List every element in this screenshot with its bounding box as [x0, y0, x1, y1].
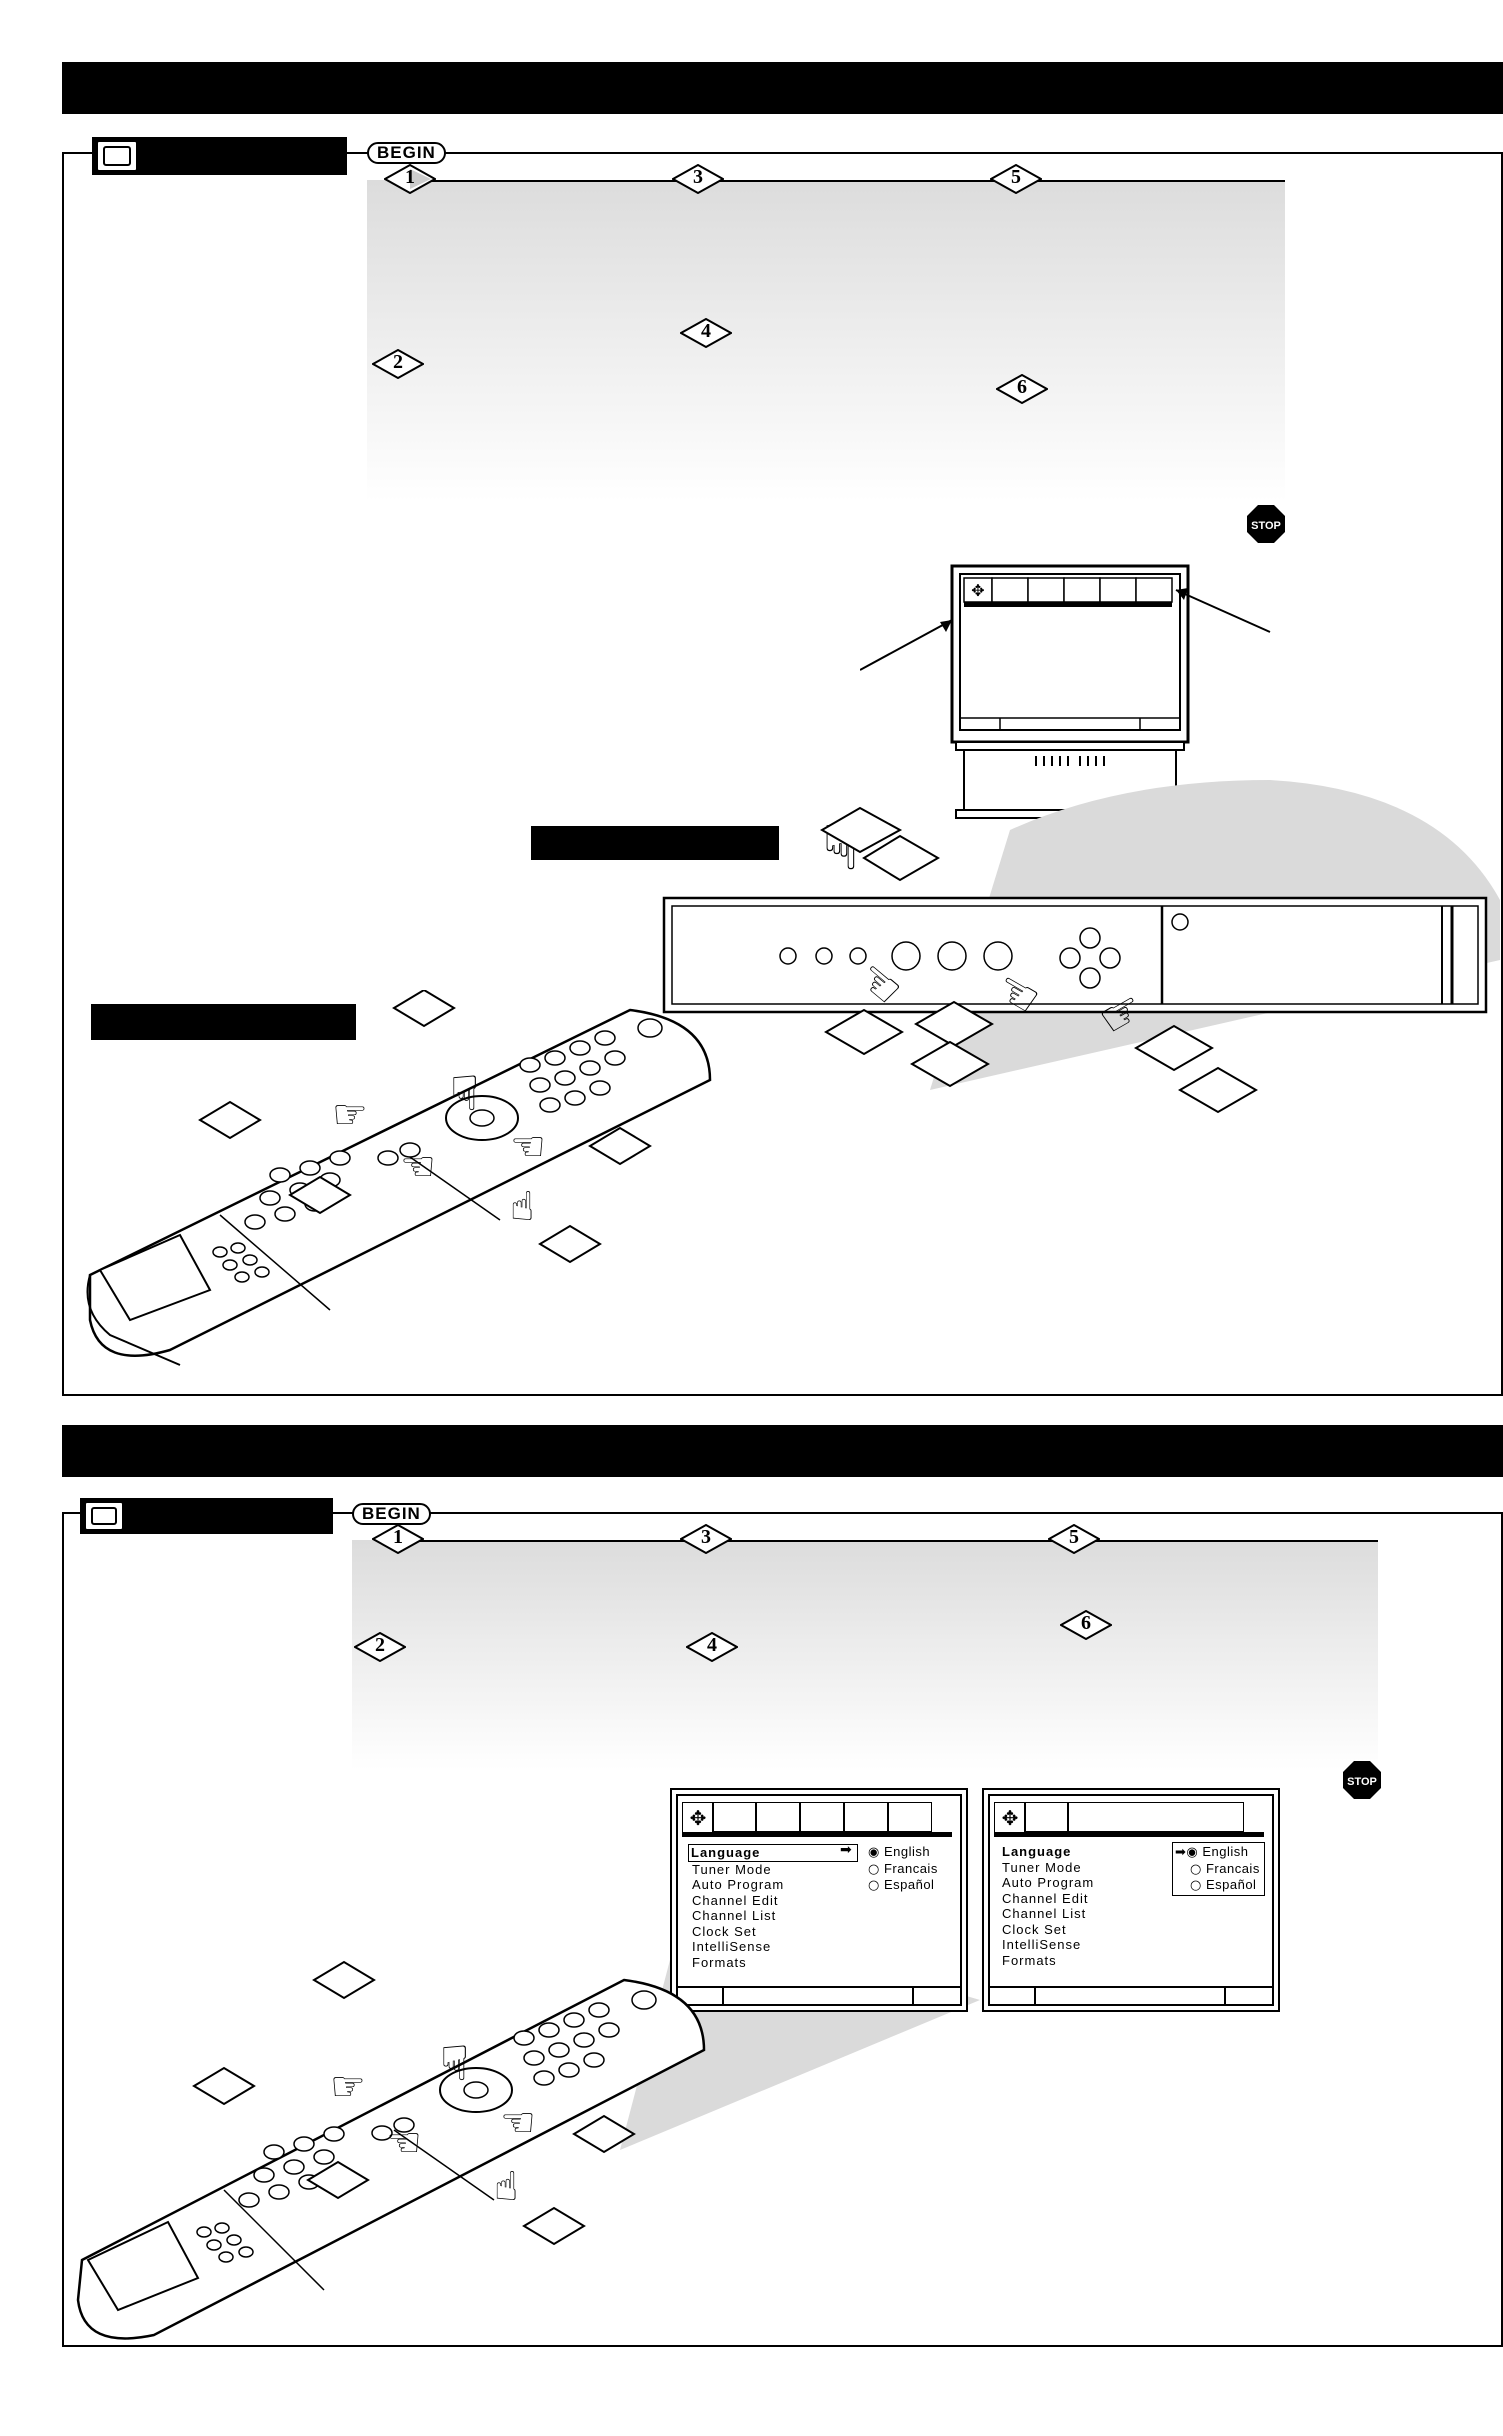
pointing-hand-icon: ☟ [440, 2036, 469, 2092]
svg-text:STOP: STOP [1347, 1776, 1377, 1788]
step-number: 6 [1017, 376, 1027, 398]
step-number: 3 [701, 1526, 711, 1548]
menu-item-tuner-mode[interactable]: Tuner Mode [1002, 1859, 1082, 1875]
pointing-hand-icon: ☟ [450, 1066, 479, 1122]
pointing-hand-icon: ☞ [330, 2064, 366, 2110]
step-number: 5 [1011, 166, 1021, 188]
menu-screen-left: ✥ Language Tuner Mode Auto Program Chann… [670, 1788, 968, 2012]
step-diamond-icon [1060, 1610, 1112, 1640]
step-diamond-icon [1048, 1524, 1100, 1554]
step-number: 1 [405, 166, 415, 188]
menu-navigation-icon: ✥ [682, 1802, 714, 1834]
menu-item-language[interactable]: Language [1002, 1844, 1072, 1859]
tv-icon [84, 1501, 124, 1531]
menu-item-clock-set[interactable]: Clock Set [692, 1923, 757, 1939]
option-espanol[interactable]: ○ Español [868, 1877, 935, 1893]
begin-badge-icon: BEGIN [367, 142, 446, 164]
step-number: 3 [693, 166, 703, 188]
option-english[interactable]: ◉ English [868, 1844, 931, 1860]
pointing-hand-icon: ☜ [400, 1144, 436, 1190]
radio-icon: ○ [1190, 1861, 1202, 1877]
tv-set-illustration: ✥ [860, 564, 1271, 819]
step-diamond-icon [686, 1632, 738, 1662]
step-rule [395, 1540, 1378, 1542]
menu-item-channel-edit[interactable]: Channel Edit [1002, 1890, 1089, 1906]
arrow-right-icon: ➡ [1175, 1845, 1187, 1860]
step-diamond-icon [996, 374, 1048, 404]
step-diamond-icon [680, 318, 732, 348]
step-number: 4 [701, 320, 711, 342]
menu-item-formats[interactable]: Formats [1002, 1952, 1057, 1968]
option-francais[interactable]: ○ Francais [1190, 1860, 1260, 1877]
step-number: 2 [393, 351, 403, 373]
tv-icon [96, 140, 138, 172]
arrow-icon [1175, 589, 1271, 633]
menu-item-channel-list[interactable]: Channel List [692, 1908, 777, 1923]
menu-screen-right: ✥ Language Tuner Mode Auto Program Chann… [982, 1788, 1280, 2012]
option-english[interactable]: ➡◉ English [1175, 1844, 1249, 1860]
option-espanol[interactable]: ○ Español [1190, 1877, 1257, 1893]
pointing-hand-icon: ☜ [386, 2120, 422, 2166]
menu-navigation-icon: ✥ [994, 1802, 1026, 1834]
step-number: 4 [707, 1634, 717, 1656]
pointing-hand-icon: ☝ [494, 2164, 518, 2210]
begin-badge-icon: BEGIN [352, 1503, 431, 1525]
option-francais[interactable]: ○ Francais [868, 1860, 938, 1877]
radio-selected-icon: ◉ [868, 1845, 880, 1860]
arrow-right-icon: ➡ [840, 1842, 852, 1858]
instruction-panel [352, 1540, 1378, 1770]
radio-selected-icon: ◉ [1186, 1845, 1199, 1860]
pointing-hand-icon: ☞ [332, 1092, 368, 1138]
step-number: 2 [375, 1634, 385, 1656]
menu-item-channel-list[interactable]: Channel List [1002, 1906, 1087, 1921]
section-1-title-bar [62, 62, 1503, 114]
menu-item-intellisense[interactable]: IntelliSense [692, 1939, 772, 1954]
instruction-panel [367, 180, 1285, 502]
menu-item-intellisense[interactable]: IntelliSense [1002, 1937, 1082, 1952]
step-diamond-icon [990, 164, 1042, 194]
section-2-frame [62, 1512, 1503, 2347]
section-2-title-bar [62, 1425, 1503, 1477]
menu-item-formats[interactable]: Formats [692, 1954, 747, 1970]
step-number: 5 [1069, 1526, 1079, 1548]
radio-icon: ○ [868, 1878, 880, 1893]
front-control-panel-illustration [662, 896, 1488, 1014]
menu-item-clock-set[interactable]: Clock Set [1002, 1921, 1067, 1937]
remote-control-illustration: ☟ ☞ ☜ ☜ ☝ [86, 990, 712, 1366]
remote-control-illustration: ☟ ☞ ☜ ☜ ☝ [76, 1960, 706, 2340]
svg-text:STOP: STOP [1251, 520, 1281, 532]
menu-item-auto-program[interactable]: Auto Program [692, 1877, 785, 1892]
step-rule [410, 180, 1285, 182]
radio-icon: ○ [868, 1861, 880, 1877]
pointing-hand-icon: ☝ [510, 1184, 534, 1230]
step-diamond-icon [372, 1524, 424, 1554]
callout-tags [820, 806, 1258, 1114]
step-diamond-icon [384, 164, 436, 194]
svg-text:✥: ✥ [971, 581, 984, 600]
menu-item-tuner-mode[interactable]: Tuner Mode [692, 1861, 772, 1877]
pointing-hand-icon: ☜ [500, 2100, 536, 2146]
step-diamond-icon [372, 349, 424, 379]
step-diamond-icon [672, 164, 724, 194]
arrow-icon [860, 619, 953, 671]
radio-icon: ○ [1190, 1878, 1202, 1893]
language-options-box: ➡◉ English ○ Francais ○ Español [1172, 1842, 1265, 1896]
menu-item-channel-edit[interactable]: Channel Edit [692, 1892, 779, 1908]
step-diamond-icon [680, 1524, 732, 1554]
menu-item-auto-program[interactable]: Auto Program [1002, 1875, 1095, 1890]
stop-sign-icon: STOP [1247, 505, 1285, 543]
step-number: 6 [1081, 1612, 1091, 1634]
label-box [531, 826, 779, 860]
menu-item-language[interactable]: Language [688, 1844, 858, 1862]
section-1-frame [62, 152, 1503, 1396]
stop-sign-icon: STOP [1343, 1761, 1381, 1799]
label-box [91, 1004, 356, 1040]
step-diamond-icon [354, 1632, 406, 1662]
pointing-hand-icon: ☜ [510, 1124, 546, 1170]
step-number: 1 [393, 1526, 403, 1548]
